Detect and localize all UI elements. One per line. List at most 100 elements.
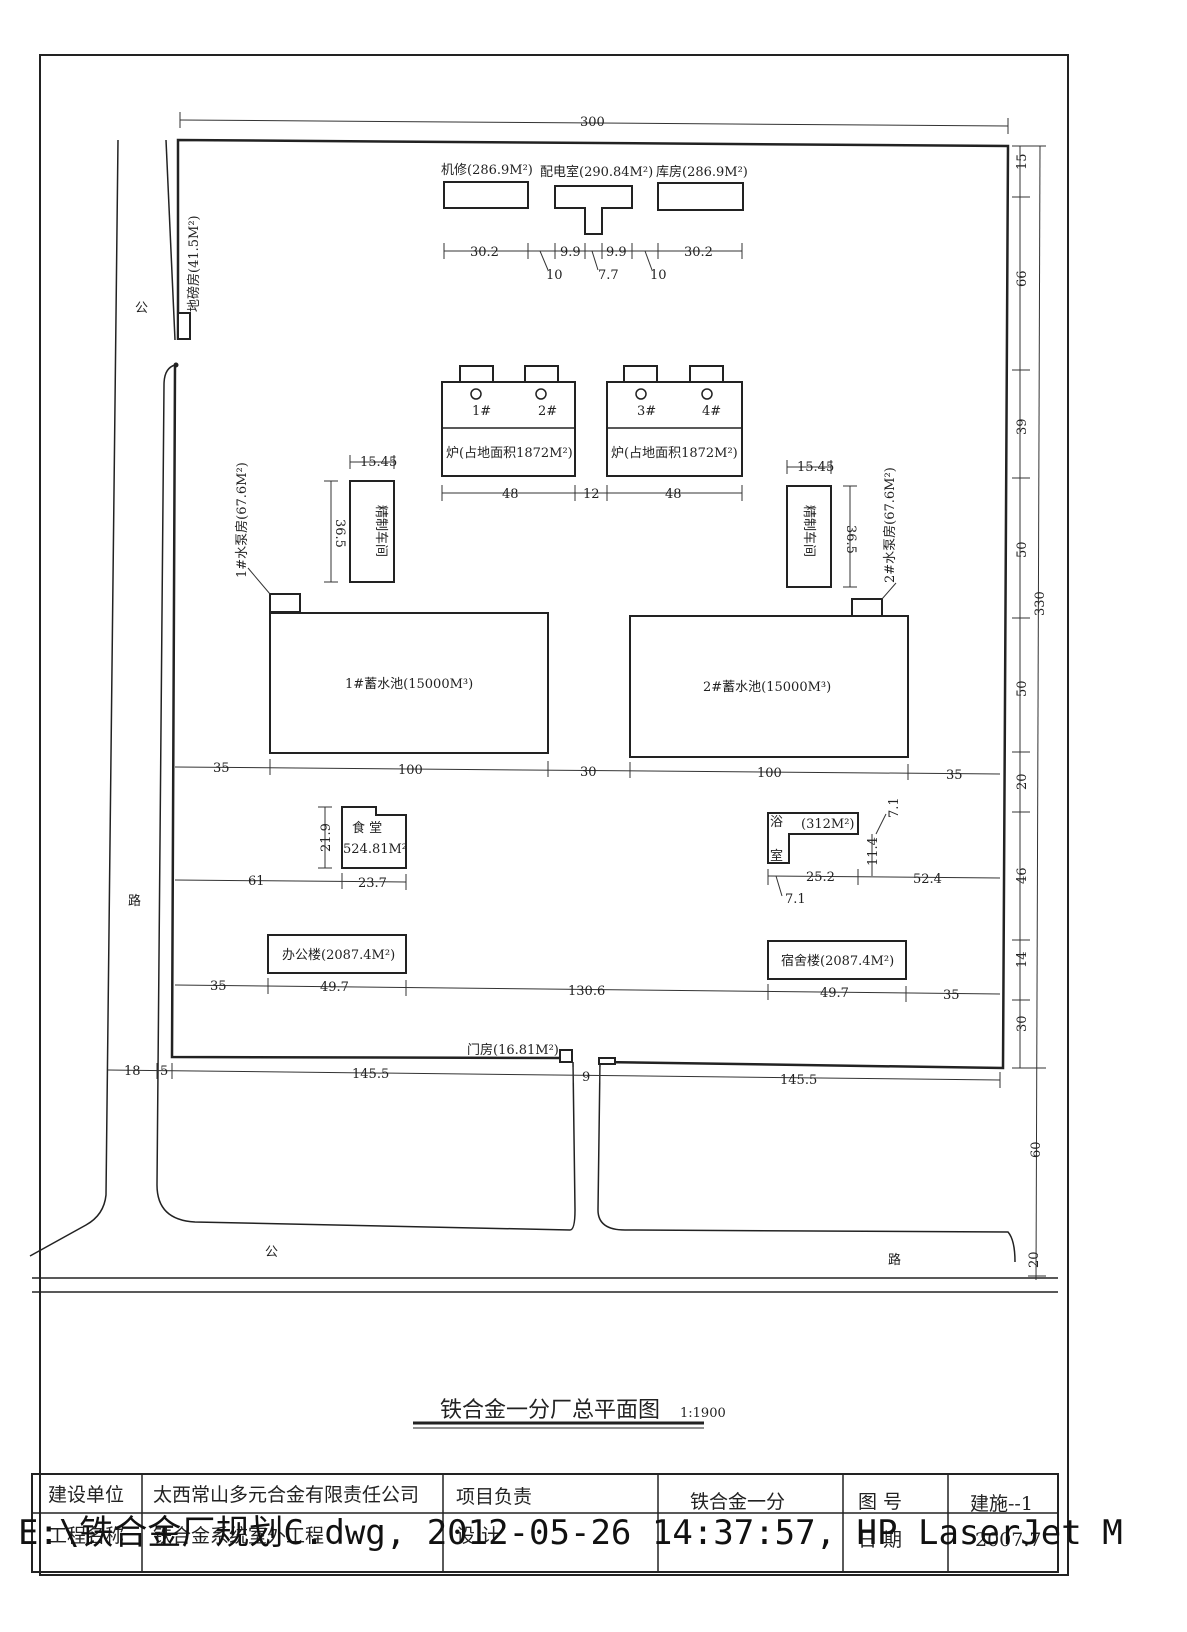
dim-35-a: 35 (213, 761, 230, 776)
dim-49-7-b: 49.7 (820, 986, 849, 1001)
dim-7-7: 7.7 (598, 268, 619, 283)
dim-30-2-right: 30.2 (684, 245, 713, 260)
label-bath-a: 浴 (770, 815, 783, 830)
dim-300: 300 (580, 115, 605, 130)
dim-5: 5 (160, 1064, 168, 1079)
left-road-inner (165, 139, 176, 341)
dim-36-5-left: 36.5 (332, 519, 347, 548)
label-bath-c: 室 (770, 848, 783, 864)
dim-48-left: 48 (502, 487, 519, 502)
dim-61: 61 (248, 874, 265, 889)
drawing-scale: 1:1900 (680, 1406, 726, 1421)
dim-right-20a: 20 (1015, 773, 1030, 790)
dim-30-2-left: 30.2 (470, 245, 499, 260)
road-bottom-char1: 公 (265, 1245, 278, 1260)
label-gate: 门房(16.81M²) (467, 1042, 559, 1058)
furnace-block-right (606, 365, 743, 477)
sheet-border (39, 54, 1069, 1576)
label-pool-2: 2#蓄水池(15000M³) (703, 680, 831, 695)
dim-11-4: 11.4 (866, 837, 881, 866)
building-office (267, 934, 407, 974)
building-peidian (554, 185, 633, 235)
left-road-outer (29, 139, 119, 1257)
building-jixiu (443, 181, 529, 209)
label-dibang: 地磅房(41.5M²) (186, 215, 202, 312)
building-kufang (657, 182, 744, 211)
building-jingzhi-right (786, 485, 832, 588)
building-pool-1 (269, 612, 549, 754)
dim-right-66: 66 (1015, 270, 1030, 287)
road-bottom-char2: 路 (888, 1252, 901, 1268)
label-furnace-2: 2# (538, 404, 557, 419)
label-furnace-4: 4# (702, 404, 721, 419)
label-furnace-b: 炉(占地面积1872M²) (611, 446, 738, 461)
label-pump-2: 2#水泵房(67.6M²) (882, 467, 898, 583)
label-jingzhi-right: 精制车间 (801, 505, 817, 557)
tb-key-name: 工程名称 (48, 1525, 124, 1547)
furnace-block-left (441, 365, 576, 477)
dim-right-15: 15 (1015, 153, 1030, 170)
dim-15-45-right: 15.45 (797, 460, 834, 475)
dim-100-b: 100 (757, 766, 782, 781)
label-dorm: 宿舍楼(2087.4M²) (781, 953, 894, 969)
label-furnace-a: 炉(占地面积1872M²) (446, 446, 573, 461)
dim-35-c: 35 (210, 979, 227, 994)
dim-36-5-right: 36.5 (843, 525, 858, 554)
tb-value-name: 铁合金系统室外工程 (153, 1525, 324, 1547)
dim-right-50a: 50 (1015, 541, 1030, 558)
tb-key-date: 日 期 (858, 1529, 902, 1551)
label-office: 办公楼(2087.4M²) (282, 948, 395, 963)
dim-100-a: 100 (398, 763, 423, 778)
dim-right-46: 46 (1015, 867, 1030, 884)
tb-value-date: 2007.7 (975, 1529, 1041, 1551)
building-pump-1 (269, 593, 301, 613)
dim-23-7: 23.7 (358, 876, 387, 891)
drawing-title: 铁合金一分厂总平面图 (440, 1398, 660, 1423)
tb-value-unit: 太西常山多元合金有限责任公司 (153, 1484, 419, 1506)
dim-130-6: 130.6 (568, 984, 605, 999)
dim-48-right: 48 (665, 487, 682, 502)
building-jingzhi-left (349, 480, 395, 583)
dim-25-2: 25.2 (806, 870, 835, 885)
dim-10-left: 10 (546, 268, 563, 283)
dim-21-9: 21.9 (319, 823, 334, 852)
building-canteen (341, 806, 407, 869)
tb-value-no: 建施--1 (970, 1493, 1033, 1515)
building-dorm (767, 940, 907, 980)
dim-9: 9 (582, 1070, 590, 1085)
tb-key-design: 设 计 (456, 1525, 500, 1547)
building-pump-2 (851, 598, 883, 618)
dim-145-5-b: 145.5 (780, 1073, 817, 1088)
dim-right-30: 30 (1015, 1015, 1030, 1032)
title-block (31, 1473, 1059, 1573)
road-left-char2: 路 (128, 893, 141, 909)
label-canteen-b: 524.81M² (343, 842, 407, 857)
road-left-char1: 公 (135, 301, 148, 316)
dim-right-50b: 50 (1015, 680, 1030, 697)
tb-key-no: 图 号 (858, 1491, 902, 1513)
building-bath (767, 812, 859, 864)
dim-9-9-right: 9.9 (606, 245, 627, 260)
dim-9-9-left: 9.9 (560, 245, 581, 260)
dim-18: 18 (124, 1064, 141, 1079)
label-jingzhi-left: 精制车间 (373, 505, 389, 557)
tb-value-project: 铁合金一分 (690, 1491, 785, 1513)
plot-stamp: E:\铁合金厂规划C.dwg, 2012-05-26 14:37:57, HP … (18, 1513, 1123, 1553)
dim-7-1-bottom: 7.1 (785, 892, 806, 907)
dim-7-1-top: 7.1 (887, 797, 902, 818)
dim-right-20b: 20 (1027, 1251, 1042, 1268)
dim-49-7-a: 49.7 (320, 980, 349, 995)
dim-35-b: 35 (946, 768, 963, 783)
label-pump-1: 1#水泵房(67.6M²) (234, 462, 250, 578)
label-furnace-1: 1# (472, 404, 491, 419)
label-jixiu: 机修(286.9M²) (441, 163, 533, 178)
dim-15-45-left: 15.45 (360, 455, 397, 470)
building-gate (559, 1049, 573, 1063)
dim-right-330: 330 (1033, 591, 1048, 616)
dim-145-5-a: 145.5 (352, 1067, 389, 1082)
label-peidian: 配电室(290.84M²) (540, 164, 653, 180)
dim-52-4: 52.4 (913, 872, 942, 887)
tb-key-unit: 建设单位 (48, 1484, 124, 1506)
label-pool-1: 1#蓄水池(15000M³) (345, 677, 473, 692)
